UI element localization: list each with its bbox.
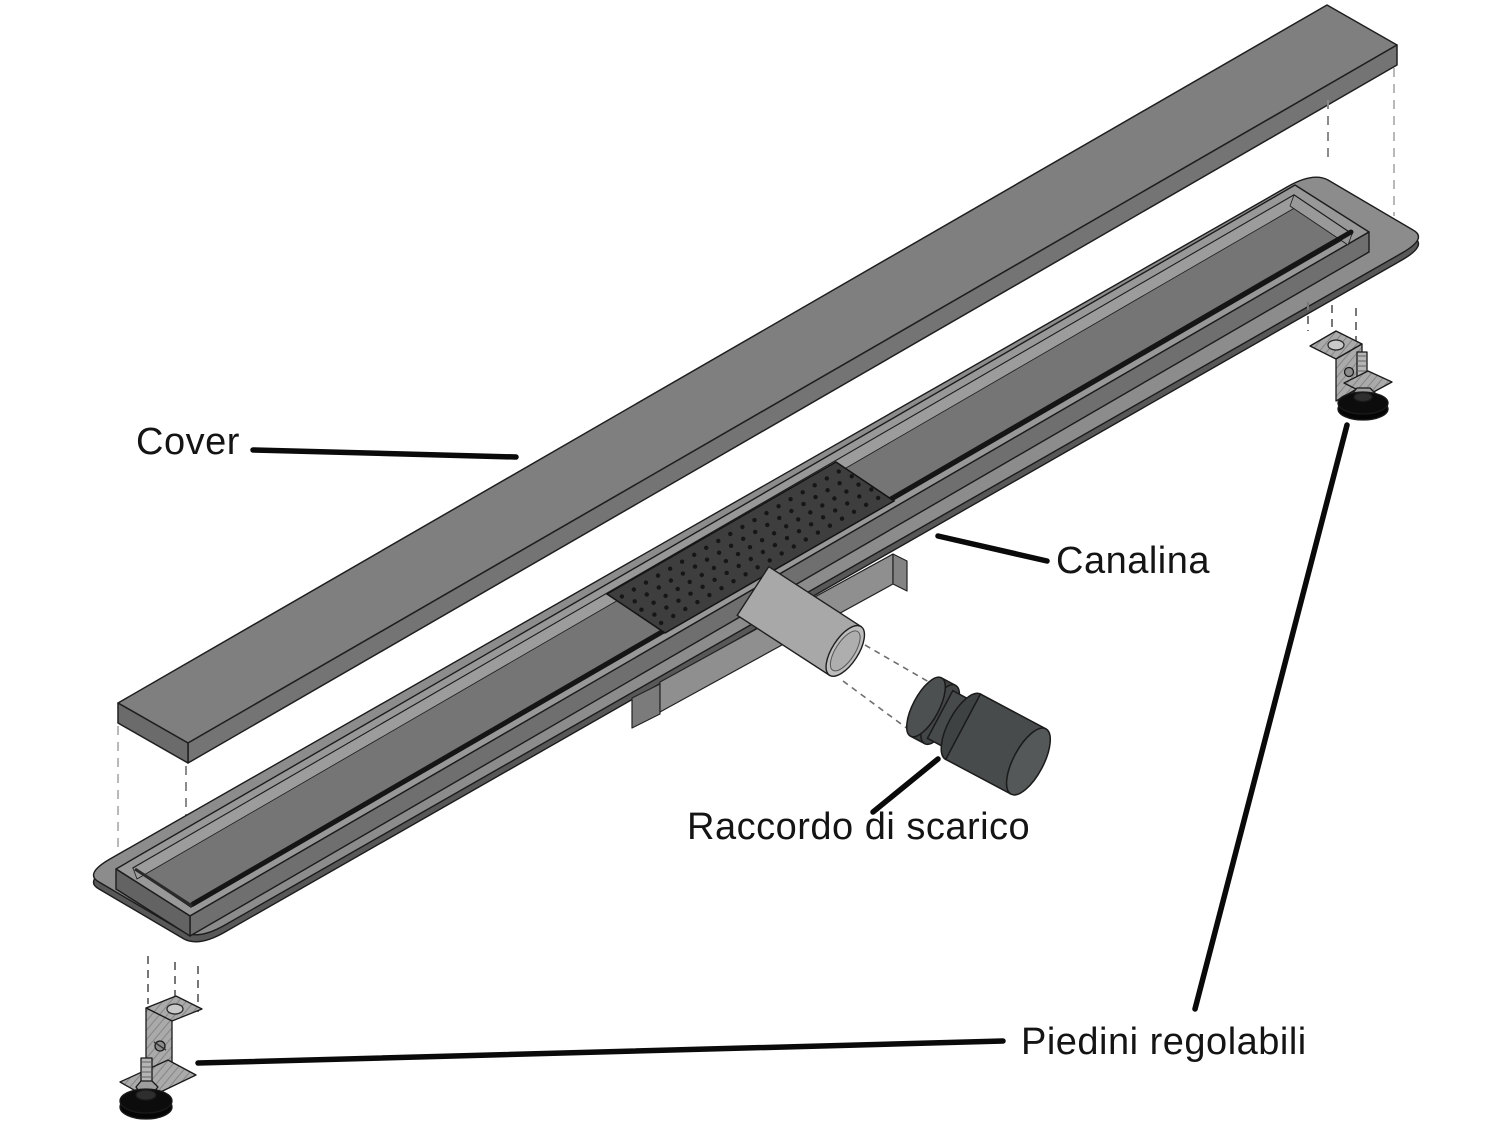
cavity-left-shadow <box>134 867 193 908</box>
adjustable-foot-right <box>1309 330 1393 421</box>
foot-plate-hole <box>166 1003 184 1015</box>
foot-dashes-right <box>1307 302 1357 344</box>
foot-plate-hole <box>1327 339 1345 351</box>
foot-dashes-left <box>147 956 199 1012</box>
outlet-pipe <box>736 565 866 677</box>
label-piedini-regolabili: Piedini regolabili <box>1021 1021 1307 1063</box>
cover-front-face <box>187 44 1398 764</box>
label-cover: Cover <box>136 421 240 463</box>
piedini-leader-line-right <box>1192 422 1350 1012</box>
canalina-leader-line <box>935 533 1050 564</box>
cover-leader-line <box>250 447 519 460</box>
pipe-projection-dashes <box>842 644 942 736</box>
grate-holes <box>619 469 881 626</box>
leader-lines <box>195 422 1350 1066</box>
label-raccordo-di-scarico: Raccordo di scarico <box>687 806 1031 848</box>
piedini-leader-line-left <box>195 1038 1006 1066</box>
foot-screw <box>1343 366 1355 378</box>
sump-right-face <box>892 553 908 592</box>
channel-end-wall <box>115 868 191 937</box>
adjustable-foot-left <box>119 995 203 1120</box>
label-canalina: Canalina <box>1056 540 1210 582</box>
drain-grate <box>605 461 896 634</box>
drain-fitting <box>905 676 1052 796</box>
cover-end-face <box>117 702 189 764</box>
alignment-dashes-right <box>1327 68 1395 216</box>
cover-part <box>117 4 1398 764</box>
cavity-end-wall <box>1289 194 1353 246</box>
raccordo-leader-line <box>870 756 941 815</box>
